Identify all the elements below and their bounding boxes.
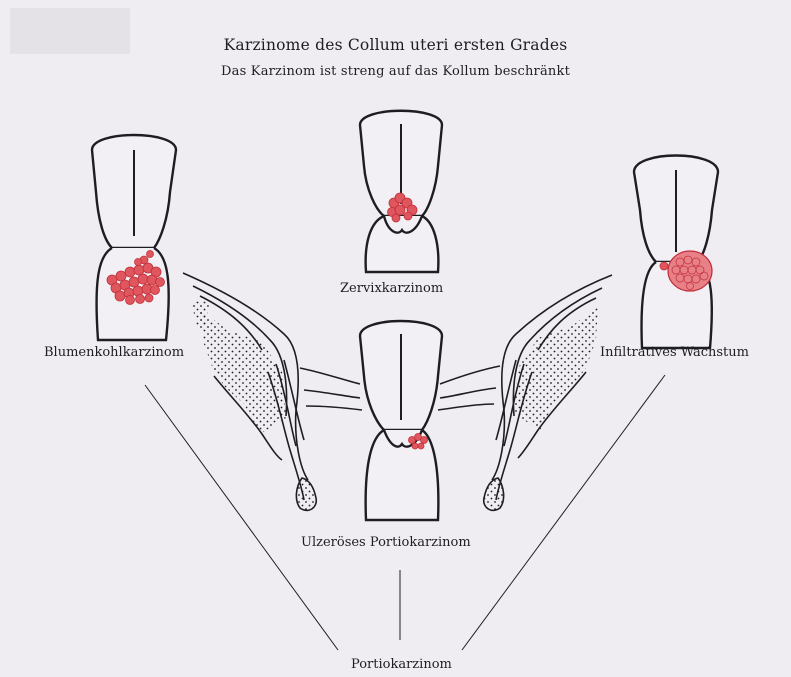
connector-line-left (145, 385, 338, 650)
left-bulb (296, 478, 316, 510)
uterus-blumenkohl (92, 135, 176, 340)
label-blumenkohlkarzinom: Blumenkohlkarzinom (44, 345, 184, 360)
connector-line-right (462, 375, 665, 650)
right-bulb (484, 478, 504, 510)
left-tissue-stipple (200, 310, 286, 434)
page-title: Karzinome des Collum uteri ersten Grades (0, 36, 791, 54)
uterus-infiltrativ (634, 156, 718, 349)
label-infiltratives-wachstum: Infiltratives Wachstum (600, 345, 749, 360)
uterus-ulzeroes (360, 321, 442, 520)
label-portiokarzinom: Portiokarzinom (351, 657, 452, 672)
label-zervixkarzinom: Zervixkarzinom (340, 281, 443, 296)
label-ulzeroeses-portiokarzinom: Ulzeröses Portiokarzinom (301, 535, 471, 550)
uterus-zervix (360, 111, 442, 272)
page-subtitle: Das Karzinom ist streng auf das Kollum b… (0, 64, 791, 79)
